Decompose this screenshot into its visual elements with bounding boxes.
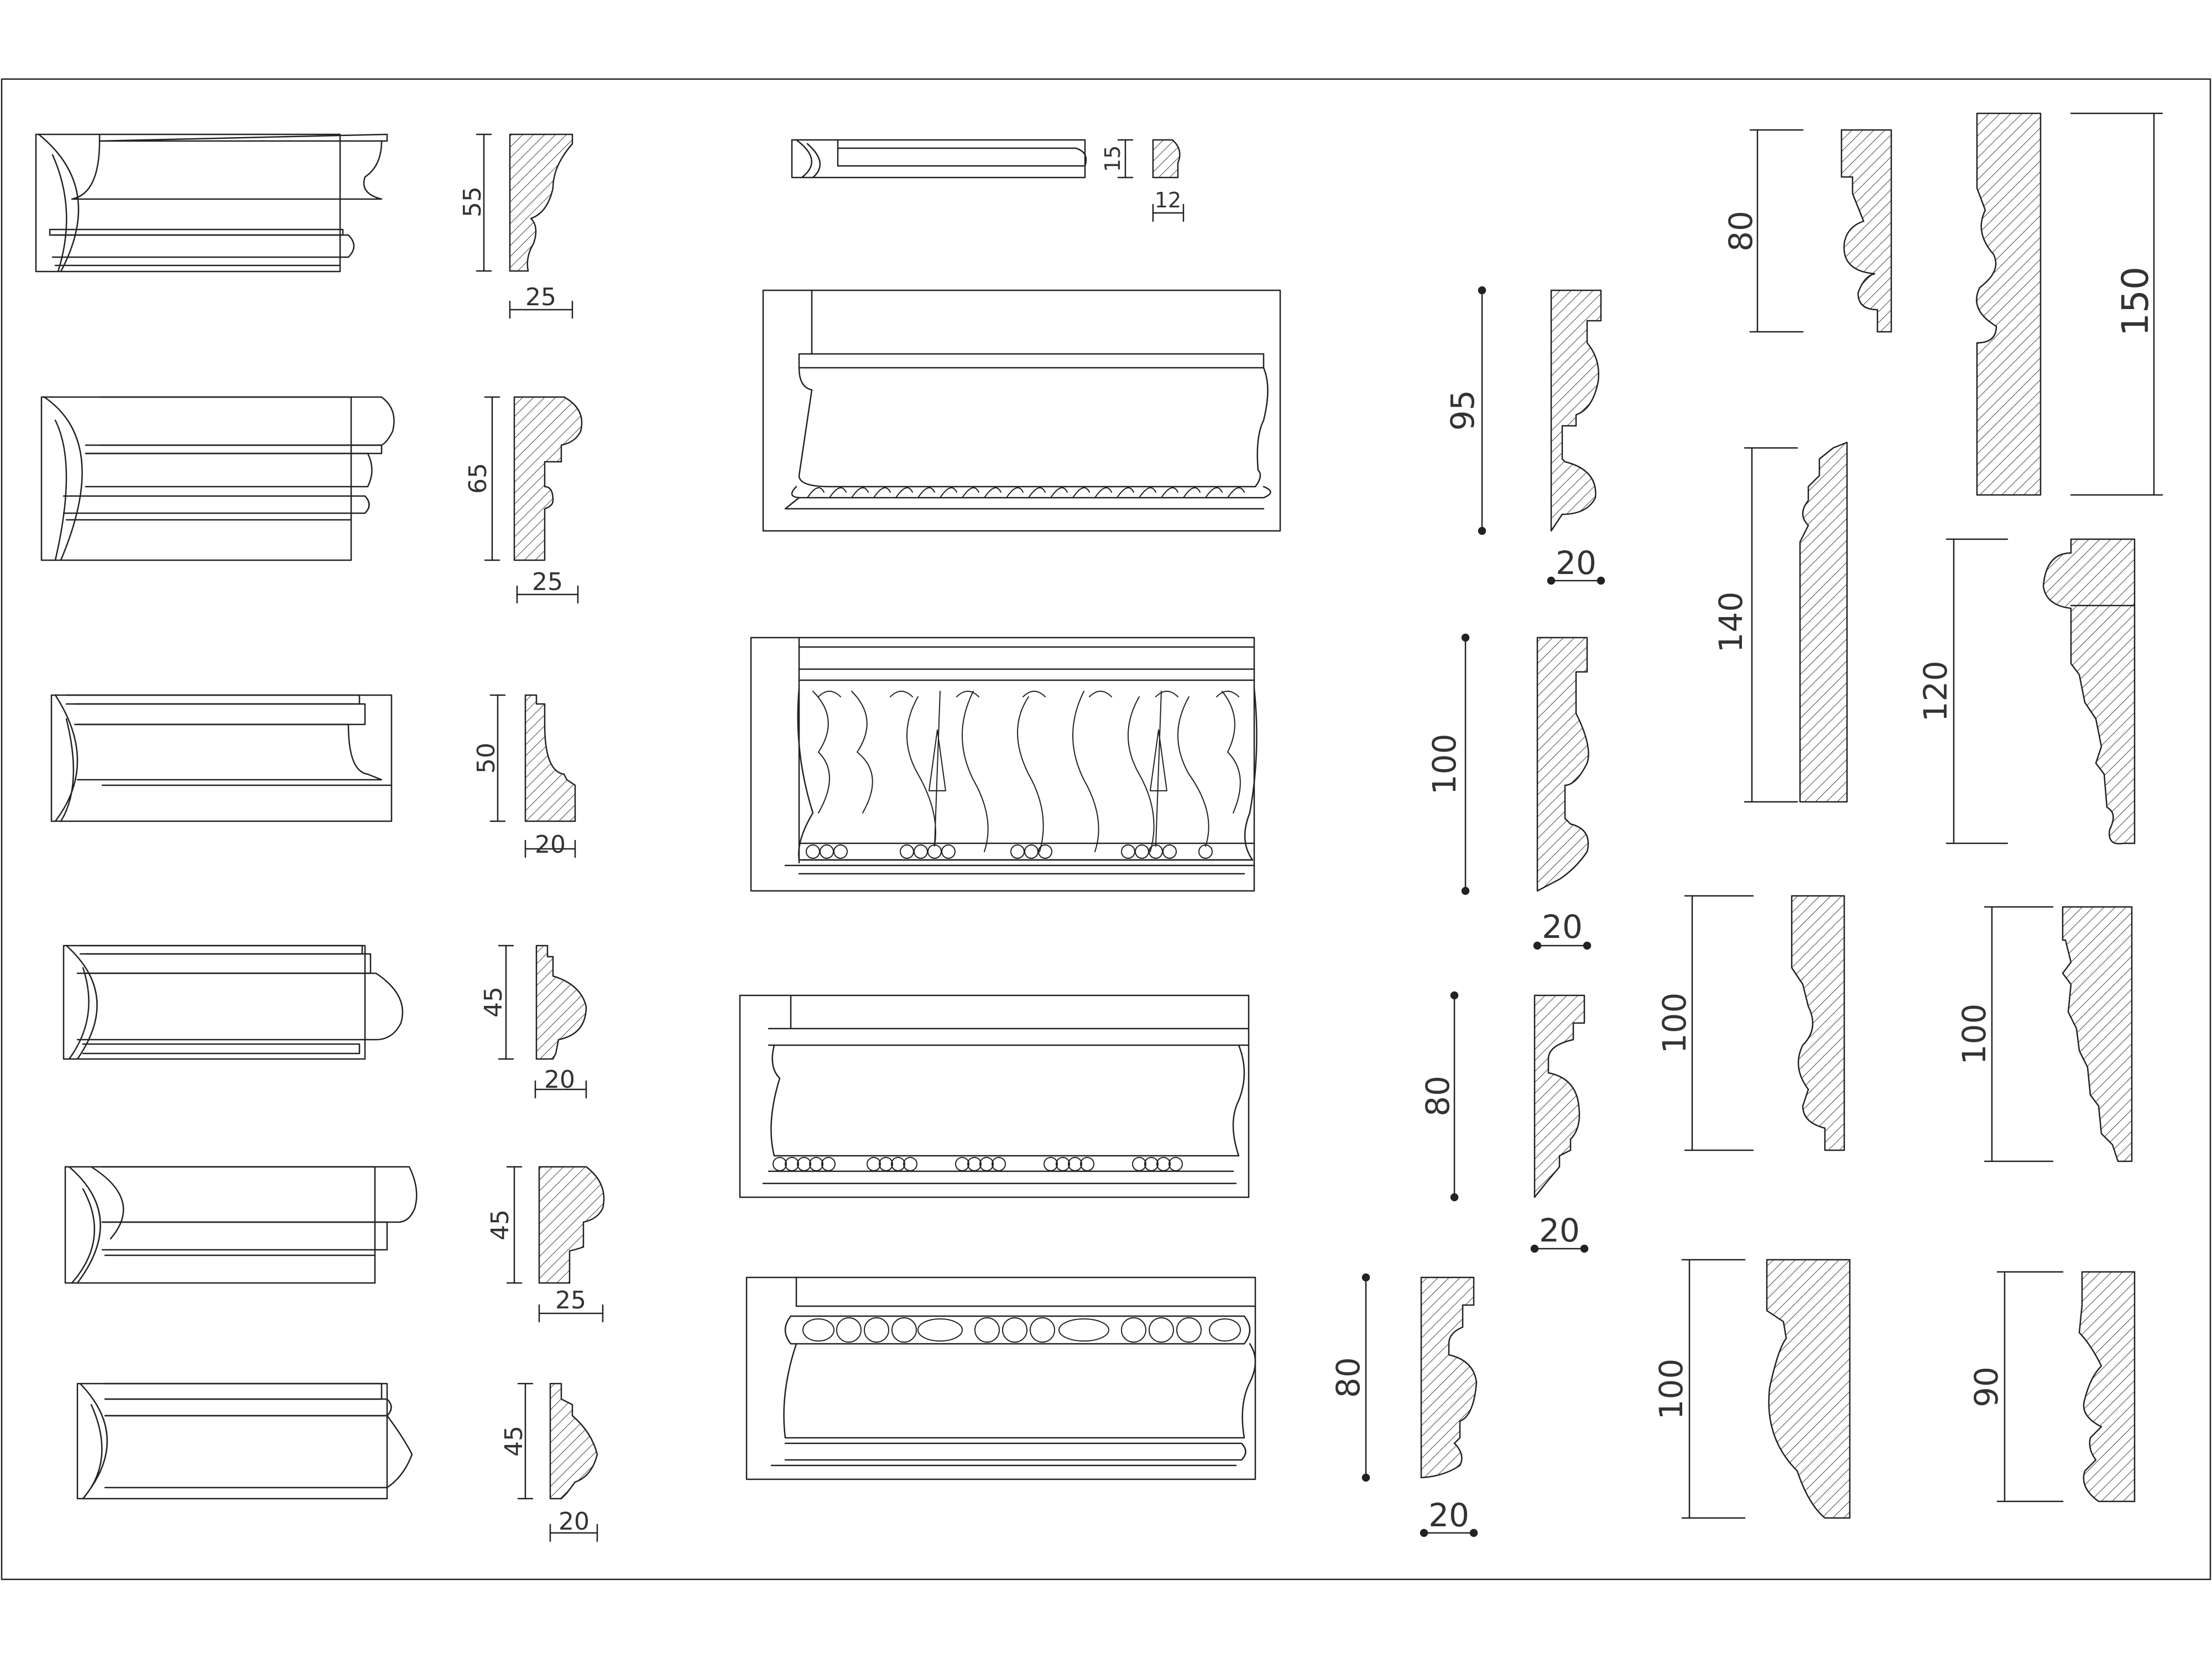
dim-100-a: 100 bbox=[1656, 992, 1693, 1054]
dim-top-small-width: 12 bbox=[1154, 188, 1182, 212]
dim-80a-height: 80 bbox=[1419, 1076, 1457, 1117]
profile-100 bbox=[1461, 633, 1592, 950]
sheet-frame bbox=[1, 78, 2211, 1580]
profile-95 bbox=[1478, 286, 1605, 585]
elevation-row-3 bbox=[50, 694, 393, 822]
elevation-row-6 bbox=[76, 1383, 413, 1500]
dim-95-height: 95 bbox=[1444, 390, 1481, 431]
dim-row1-width: 25 bbox=[525, 283, 556, 311]
dim-row6-width: 20 bbox=[559, 1507, 589, 1536]
dim-row5-height: 45 bbox=[486, 1209, 514, 1240]
profile-100-c bbox=[1681, 1259, 1851, 1519]
dim-95-width: 20 bbox=[1556, 544, 1597, 582]
profile-row-5 bbox=[506, 1166, 605, 1323]
profile-100-b bbox=[1984, 906, 2133, 1162]
cornice-egg-dart bbox=[745, 1276, 1256, 1480]
cornice-beaded bbox=[739, 994, 1250, 1198]
dim-row3-height: 50 bbox=[472, 743, 500, 774]
dim-row2-height: 65 bbox=[464, 463, 492, 494]
dim-100-c: 100 bbox=[1652, 1358, 1690, 1420]
elevation-row-4 bbox=[62, 945, 404, 1060]
dim-90: 90 bbox=[1968, 1366, 2005, 1407]
profile-80-top bbox=[1749, 129, 1892, 333]
profile-row-1 bbox=[476, 133, 573, 319]
dim-80b-width: 20 bbox=[1428, 1496, 1469, 1534]
profile-row-4 bbox=[498, 945, 587, 1099]
profile-80-b bbox=[1361, 1273, 1478, 1537]
dim-100-b: 100 bbox=[1955, 1003, 1993, 1065]
dim-row5-width: 25 bbox=[555, 1286, 586, 1314]
dim-150: 150 bbox=[2114, 267, 2157, 336]
elevation-row-5 bbox=[64, 1166, 418, 1284]
profile-140 bbox=[1744, 441, 1848, 803]
top-small-profile bbox=[1117, 139, 1185, 222]
profile-row-2 bbox=[484, 396, 583, 604]
top-small-elevation bbox=[791, 139, 1087, 179]
profile-100-a bbox=[1684, 895, 1845, 1151]
dim-row4-width: 20 bbox=[544, 1066, 575, 1094]
profile-row-6 bbox=[517, 1383, 598, 1542]
dim-row1-height: 55 bbox=[458, 186, 487, 217]
profile-80-a bbox=[1450, 991, 1589, 1253]
dim-row2-width: 25 bbox=[532, 568, 563, 596]
cornice-acanthus bbox=[750, 637, 1258, 892]
profile-row-3 bbox=[489, 694, 576, 858]
dim-80-top: 80 bbox=[1722, 211, 1760, 252]
dim-80a-width: 20 bbox=[1539, 1212, 1580, 1249]
elevation-row-1 bbox=[35, 133, 388, 273]
profile-90 bbox=[1996, 1271, 2136, 1503]
cornice-rope bbox=[762, 289, 1281, 532]
dim-140: 140 bbox=[1712, 591, 1750, 653]
dim-row6-height: 45 bbox=[500, 1426, 528, 1457]
profile-150 bbox=[1976, 112, 2163, 496]
dim-top-small-height: 15 bbox=[1100, 145, 1125, 173]
dim-row4-height: 45 bbox=[479, 987, 508, 1018]
elevation-row-2 bbox=[40, 396, 395, 561]
dim-row3-width: 20 bbox=[535, 831, 566, 859]
dim-100-width: 20 bbox=[1542, 908, 1583, 946]
profile-120 bbox=[1945, 538, 2136, 844]
dim-80b-height: 80 bbox=[1329, 1357, 1367, 1398]
dim-120: 120 bbox=[1917, 660, 1954, 722]
dim-100-height: 100 bbox=[1426, 733, 1463, 795]
